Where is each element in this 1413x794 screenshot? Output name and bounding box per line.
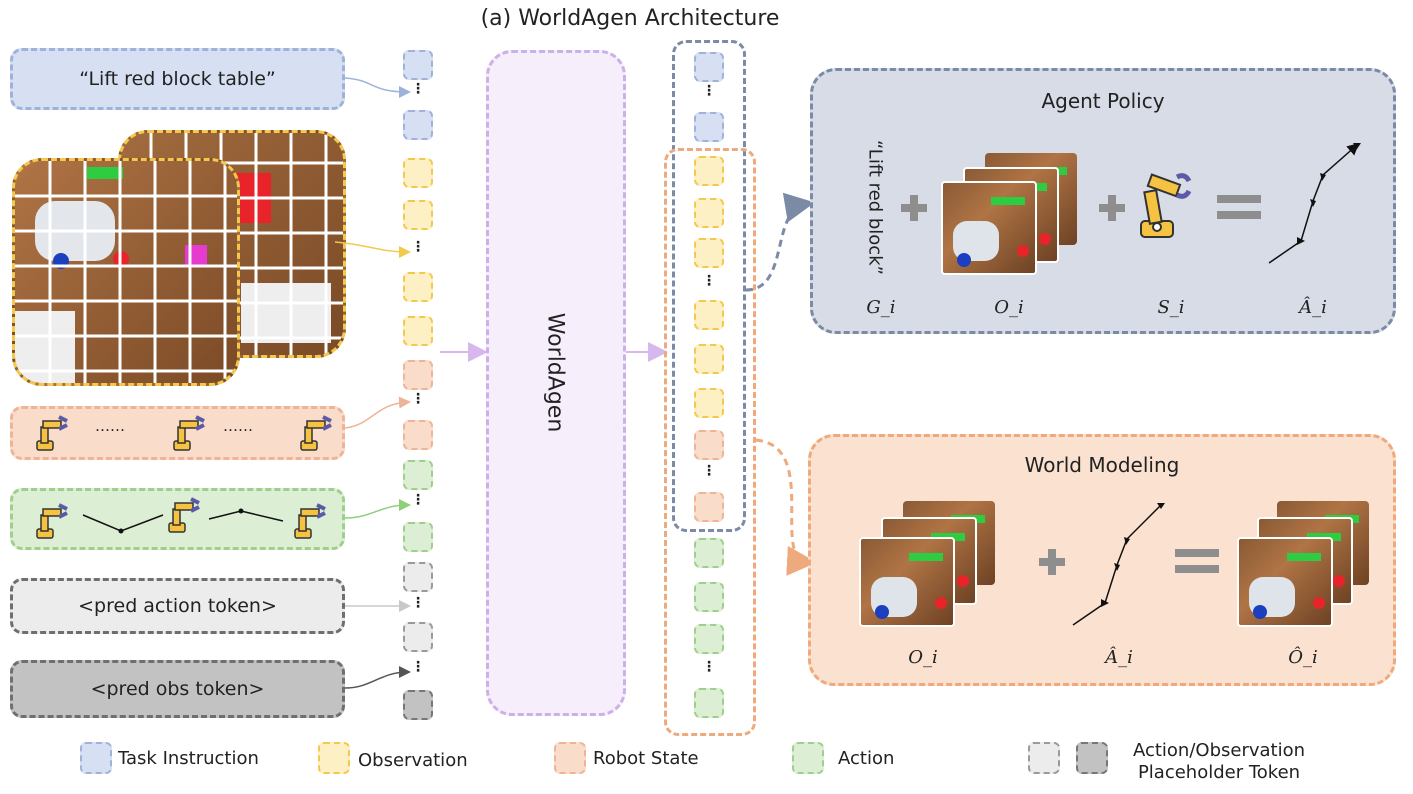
legend-swatch-robot-state <box>554 742 586 774</box>
legend-label-task: Task Instruction <box>118 748 259 769</box>
label-action-pred: Â_i <box>1299 297 1327 318</box>
equals-icon <box>1217 195 1261 221</box>
token-task <box>694 112 724 142</box>
plus-icon <box>1039 549 1065 575</box>
token-observation <box>403 200 433 230</box>
token-robot-state <box>694 430 724 460</box>
token-observation <box>694 198 724 228</box>
task-instruction-box: “Lift red block table” <box>10 48 345 110</box>
token-observation <box>694 238 724 268</box>
robot-arm-icon <box>300 415 332 451</box>
token-pred-obs <box>403 690 433 720</box>
token-task <box>403 110 433 140</box>
token-action <box>694 624 724 654</box>
token-task <box>694 52 724 82</box>
state-ellipsis-1: …… <box>95 417 125 435</box>
agent-policy-bracket <box>672 40 746 532</box>
agent-policy-panel: Agent Policy “Lift red block” G_i O_i S_… <box>810 68 1396 334</box>
state-ellipsis-2: …… <box>223 417 253 435</box>
equals-icon <box>1175 549 1219 575</box>
diagram-title: (a) WorldAgen Architecture <box>480 6 780 31</box>
pred-action-text: <pred action token> <box>78 595 277 617</box>
trajectory-icon <box>1268 143 1361 264</box>
world-modeling-bracket <box>664 148 756 736</box>
token-action <box>694 538 724 568</box>
robot-arm-icon <box>36 415 68 451</box>
plus-icon <box>901 195 927 221</box>
robot-state-box: …… …… <box>10 406 345 460</box>
token-observation <box>694 300 724 330</box>
pred-obs-text: <pred obs token> <box>90 678 265 700</box>
action-box <box>10 488 345 550</box>
token-robot-state <box>694 492 724 522</box>
trajectory-icon <box>1072 503 1165 626</box>
robot-arm-icon <box>168 497 200 533</box>
label-observation: O_i <box>908 647 938 668</box>
token-robot-state <box>403 360 433 390</box>
label-observation: O_i <box>994 297 1024 318</box>
pred-obs-token-box: <pred obs token> <box>10 660 345 718</box>
token-observation <box>694 388 724 418</box>
instruction-text: “Lift red block table” <box>79 68 276 90</box>
pred-action-token-box: <pred action token> <box>10 578 345 634</box>
robot-arm-icon <box>173 415 205 451</box>
token-observation <box>403 272 433 302</box>
token-observation <box>403 158 433 188</box>
plus-icon <box>1099 195 1125 221</box>
robot-arm-icon <box>294 503 326 539</box>
legend-label-observation: Observation <box>358 750 468 771</box>
label-goal: G_i <box>866 297 896 318</box>
robot-arm-icon <box>1140 173 1192 238</box>
token-observation <box>694 156 724 186</box>
legend-swatch-pred-obs <box>1076 742 1108 774</box>
legend-swatch-action <box>792 742 824 774</box>
token-pred-action <box>403 622 433 652</box>
token-observation <box>403 316 433 346</box>
token-action <box>694 688 724 718</box>
token-pred-action <box>403 562 433 592</box>
agent-policy-title: Agent Policy <box>1041 89 1165 113</box>
label-state: S_i <box>1157 297 1185 318</box>
worldagen-model-box <box>486 50 626 716</box>
label-observation-pred: Ô_i <box>1288 647 1318 668</box>
token-task <box>403 50 433 80</box>
token-action <box>694 582 724 612</box>
robot-arm-icon <box>36 503 68 539</box>
token-observation <box>694 344 724 374</box>
legend-label-robot-state: Robot State <box>593 748 699 769</box>
token-action <box>403 522 433 552</box>
worldagen-model-label: WorldAgen <box>542 312 568 433</box>
observation-image-front <box>12 158 240 386</box>
goal-instruction-text: “Lift red block” <box>864 140 886 275</box>
label-action-pred: Â_i <box>1105 647 1133 668</box>
token-action <box>403 460 433 490</box>
legend-label-action: Action <box>838 748 895 769</box>
legend-swatch-observation <box>318 742 350 774</box>
token-robot-state <box>403 420 433 450</box>
world-modeling-panel: World Modeling O_i Â_i Ô_i <box>808 434 1396 686</box>
legend-swatch-pred-action <box>1028 742 1060 774</box>
legend-swatch-task <box>80 742 112 774</box>
world-modeling-title: World Modeling <box>1024 453 1180 477</box>
legend-label-placeholder: Action/Observation Placeholder Token <box>1132 740 1306 783</box>
